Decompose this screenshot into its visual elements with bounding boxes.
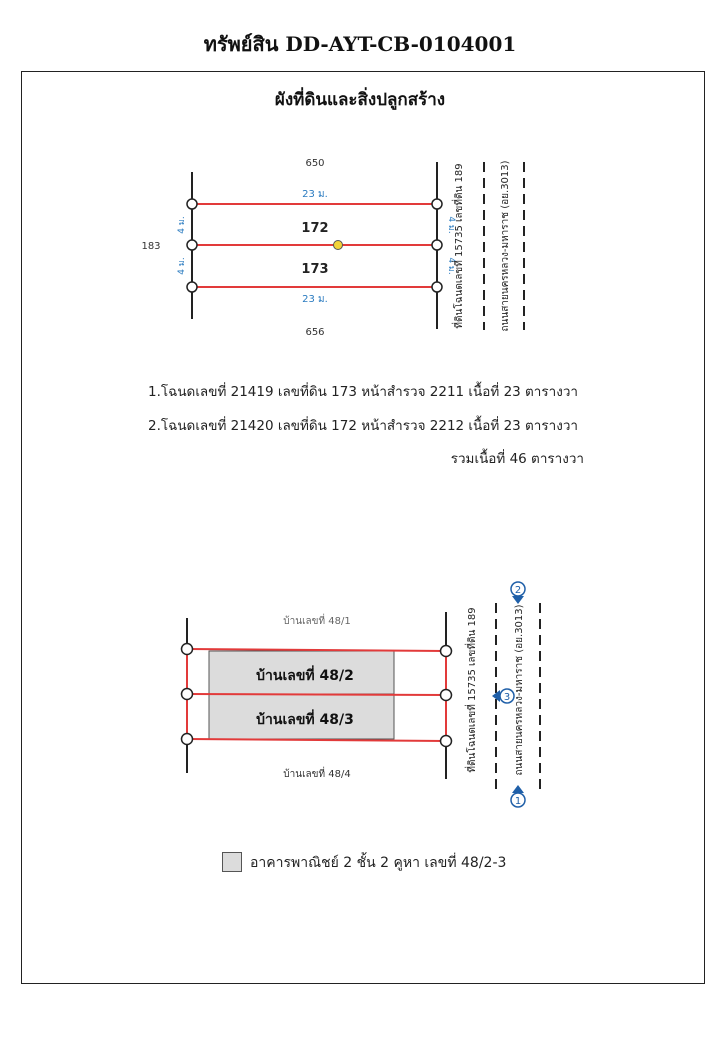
road-label: ถนนสายนครหลวง-มหาราช (อย.3013) <box>514 604 525 775</box>
building-48-2 <box>208 650 395 695</box>
neighbor-deed-label: ที่ดินโฉนดเลขที่ 15735 เลขที่ดิน 189 <box>464 607 478 772</box>
view-marker-2: 2 <box>510 581 526 604</box>
depth-label: 4 ม. <box>446 216 456 233</box>
depth-label: 4 ม. <box>446 257 456 274</box>
corner-peg <box>180 687 194 701</box>
view-marker-label: 2 <box>515 585 521 596</box>
lot-line-south <box>186 738 447 742</box>
width-bottom-label: 23 ม. <box>302 294 328 305</box>
depth-label: 4 ม. <box>177 216 187 233</box>
neighbor-deed-label: ที่ดินโฉนดเลขที่ 15735 เลขที่ดิน 189 <box>451 163 465 328</box>
bottom-house-label: บ้านเลขที่ 48/4 <box>283 766 350 780</box>
lot-number-173: 173 <box>301 262 328 277</box>
corner-peg <box>186 198 198 210</box>
corner-peg <box>186 281 198 293</box>
house-label-48-2: บ้านเลขที่ 48/2 <box>256 665 354 684</box>
legend-swatch <box>222 852 242 872</box>
plan-frame <box>21 71 705 984</box>
view-marker-label: 3 <box>504 692 510 703</box>
view-marker-1: 1 <box>510 785 526 808</box>
legend-text: อาคารพาณิชย์ 2 ชั้น 2 คูหา เลขที่ 48/2-3 <box>250 855 507 871</box>
deed-line-1: 1.โฉนดเลขที่ 21419 เลขที่ดิน 173 หน้าสำร… <box>148 384 578 400</box>
south-plot-label: 656 <box>305 327 324 338</box>
location-marker <box>333 240 343 250</box>
corner-peg <box>439 644 453 658</box>
plan-title: ผังที่ดินและสิ่งปลูกสร้าง <box>274 90 446 110</box>
lot-line-north <box>186 648 447 652</box>
total-area: รวมเนื้อที่ 46 ตารางวา <box>450 451 584 467</box>
lot-line-middle <box>186 693 447 696</box>
view-marker-3: 3 <box>492 688 515 704</box>
deed-line-2: 2.โฉนดเลขที่ 21420 เลขที่ดิน 172 หน้าสำร… <box>148 418 578 434</box>
west-plot-label: 183 <box>141 241 160 252</box>
road-label: ถนนสายนครหลวง-มหาราช (อย.3013) <box>500 160 511 331</box>
lot-number-172: 172 <box>301 221 328 236</box>
corner-peg <box>180 642 194 656</box>
top-house-label: บ้านเลขที่ 48/1 <box>283 613 350 627</box>
house-label-48-3: บ้านเลขที่ 48/3 <box>256 709 354 728</box>
corner-peg <box>186 239 198 251</box>
corner-peg <box>180 732 194 746</box>
corner-peg <box>431 281 443 293</box>
view-marker-label: 1 <box>515 796 521 807</box>
depth-label: 4 ม. <box>177 257 187 274</box>
document-title: ทรัพย์สิน DD-AYT-CB-0104001 <box>203 32 517 56</box>
north-plot-label: 650 <box>305 158 324 169</box>
building-48-3 <box>208 693 395 740</box>
corner-peg <box>439 688 453 702</box>
corner-peg <box>431 198 443 210</box>
corner-peg <box>431 239 443 251</box>
width-top-label: 23 ม. <box>302 189 328 200</box>
corner-peg <box>439 734 453 748</box>
